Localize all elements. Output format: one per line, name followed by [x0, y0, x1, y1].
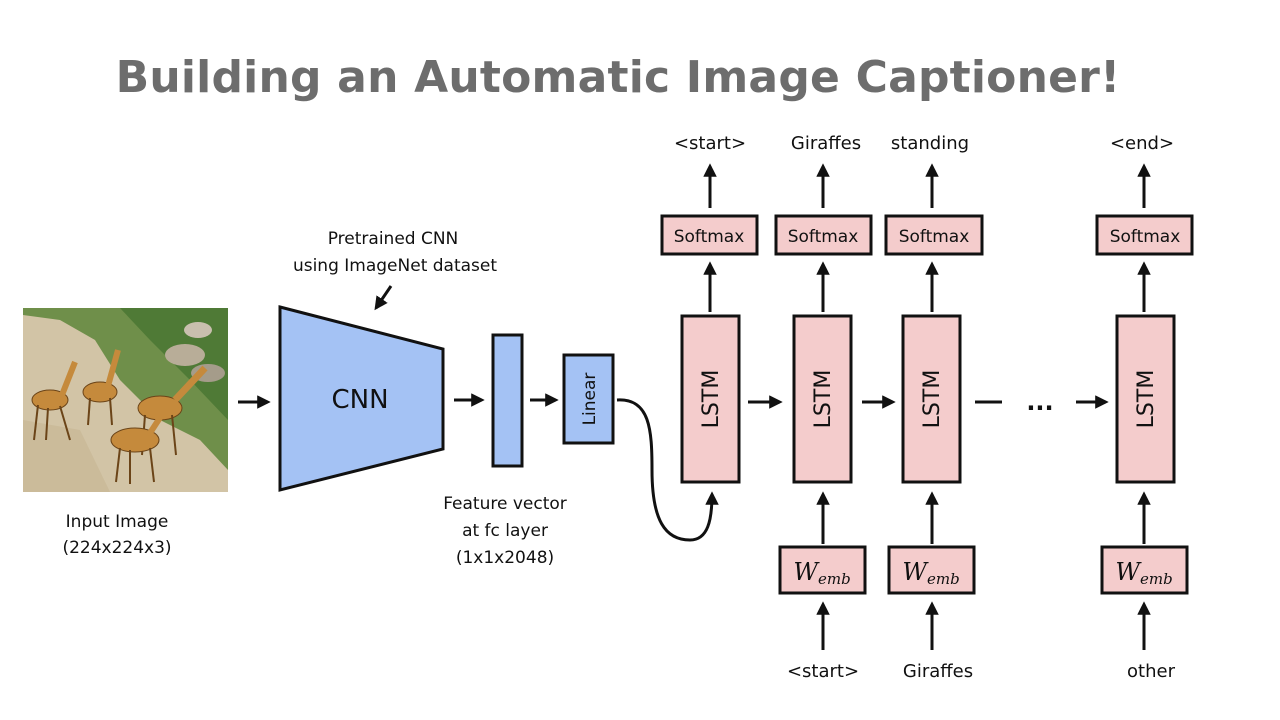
- lstm-block-1: [680, 314, 741, 484]
- arrow-linear-to-lstm: [616, 398, 719, 542]
- wemb-block-2: [887, 545, 976, 595]
- feature-label-line3: (1x1x2048): [456, 548, 554, 568]
- cnn-block: [278, 305, 445, 492]
- wemb-label-1: Wemb: [793, 558, 850, 588]
- page-title: Building an Automatic Image Captioner!: [115, 52, 1121, 103]
- softmax-block-2: [774, 214, 873, 256]
- lstm-label-3: LSTM: [920, 370, 945, 429]
- output-token-1: <start>: [674, 133, 746, 154]
- input-image-size: (224x224x3): [62, 538, 171, 558]
- feature-vector-block: [491, 333, 524, 468]
- lstm-block-3: [901, 314, 962, 484]
- wemb-label-3: Wemb: [1115, 558, 1172, 588]
- input-token-1: <start>: [787, 661, 859, 682]
- softmax-label-4: Softmax: [1110, 227, 1181, 247]
- softmax-label-3: Softmax: [899, 227, 970, 247]
- softmax-block-4: [1095, 214, 1194, 256]
- softmax-label-1: Softmax: [674, 227, 745, 247]
- softmax-label-2: Softmax: [788, 227, 859, 247]
- feature-label-line2: at fc layer: [462, 521, 548, 541]
- wemb-block-3: [1100, 545, 1189, 595]
- input-image-label: Input Image: [66, 512, 169, 532]
- lstm-label-2: LSTM: [811, 370, 836, 429]
- softmax-block-3: [884, 214, 984, 256]
- input-token-2: Giraffes: [903, 661, 973, 682]
- softmax-block-1: [660, 214, 759, 256]
- output-token-4: <end>: [1110, 133, 1174, 154]
- input-image: [23, 308, 228, 492]
- output-token-2: Giraffes: [791, 133, 861, 154]
- lstm-block-4: [1115, 314, 1176, 484]
- lstm-label-4: LSTM: [1134, 370, 1159, 429]
- ellipsis: ...: [1026, 388, 1053, 416]
- input-token-3: other: [1127, 661, 1176, 682]
- cnn-label: CNN: [331, 385, 388, 415]
- lstm-label-1: LSTM: [699, 370, 724, 429]
- wemb-block-1: [778, 545, 867, 595]
- cnn-note-line1: Pretrained CNN: [328, 229, 459, 249]
- wemb-label-2: Wemb: [902, 558, 959, 588]
- linear-block: [562, 353, 615, 445]
- cnn-note-line2: using ImageNet dataset: [293, 256, 497, 276]
- lstm-block-2: [792, 314, 853, 484]
- output-token-3: standing: [891, 133, 969, 154]
- feature-label-line1: Feature vector: [443, 494, 567, 514]
- linear-label: Linear: [580, 373, 600, 426]
- cnn-note-arrow: [374, 285, 393, 311]
